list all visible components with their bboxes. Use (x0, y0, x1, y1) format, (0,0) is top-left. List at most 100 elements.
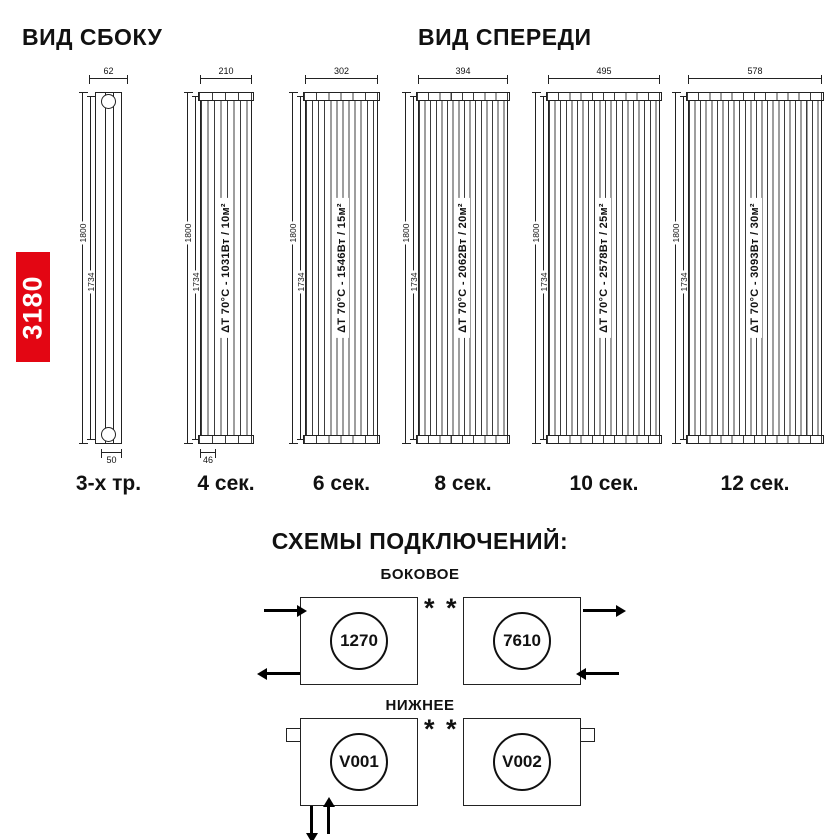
height-dimension-outer: 1800 (183, 92, 193, 444)
height-dim-label-outer: 1800 (78, 221, 88, 245)
supply-arrow-bottom-up (322, 797, 335, 834)
width-dimension: 302 (305, 66, 378, 84)
power-rating-label: ΔT 70°C - 1031Вт / 10м² (219, 198, 233, 338)
asterisk-mark: * (446, 593, 457, 623)
height-dim-label-outer: 1800 (288, 221, 298, 245)
height-dim-label-inner: 1734 (679, 270, 689, 294)
power-rating-label: ΔT 70°C - 2578Вт / 25м² (597, 198, 611, 338)
connection-box-v002: V002 (463, 718, 581, 806)
top-collector (303, 92, 380, 101)
width-dimension: 495 (548, 66, 660, 84)
bottom-collector (546, 435, 662, 444)
height-dimension-inner: 1734 (539, 96, 549, 440)
top-collector (546, 92, 662, 101)
radiator-size-label: 12 сек. (720, 472, 790, 495)
height-dimension-outer: 1800 (401, 92, 411, 444)
height-dim-label-inner: 1734 (539, 270, 549, 294)
radiator-tubes (548, 101, 660, 435)
asterisk-mark: * (446, 714, 457, 744)
height-dimension-outer: 1800 (531, 92, 541, 444)
side-view-title: ВИД СБОКУ (22, 24, 163, 50)
height-dimension-inner: 1734 (409, 96, 419, 440)
tube-divider (113, 93, 114, 443)
width-dimension: 394 (418, 66, 508, 84)
bottom-connection-boss (101, 427, 116, 442)
bottom-connection-tab-left (286, 728, 301, 742)
top-collector (198, 92, 254, 101)
return-arrow-bottom-left (257, 667, 300, 680)
width-dimension: 578 (688, 66, 822, 84)
bottom-collector (303, 435, 380, 444)
connection-code-v002: V002 (493, 733, 551, 791)
radiator-size-label: 6 сек. (312, 472, 371, 495)
height-dim-label-inner: 1734 (409, 270, 419, 294)
radiator-body: ΔT 70°C - 2578Вт / 25м² (546, 92, 662, 444)
return-arrow-bottom-down (305, 806, 318, 840)
power-rating-label: ΔT 70°C - 3093Вт / 30м² (748, 198, 762, 338)
width-dim-label: 210 (216, 66, 236, 76)
connection-code-v001: V001 (330, 733, 388, 791)
power-rating-label: ΔT 70°C - 2062Вт / 20м² (456, 198, 470, 338)
radiator-tubes (418, 101, 508, 435)
bottom-collector (198, 435, 254, 444)
height-dim-label-outer: 1800 (671, 221, 681, 245)
connection-box-1270: 1270 (300, 597, 418, 685)
radiator-body: ΔT 70°C - 3093Вт / 30м² (686, 92, 824, 444)
connection-box-7610: 7610 (463, 597, 581, 685)
width-dim-label: 578 (745, 66, 765, 76)
height-dimension-inner: 1734 (191, 96, 201, 440)
radiator-tubes (200, 101, 252, 435)
bottom-connection-tab-right (580, 728, 595, 742)
height-dim-label-outer: 1800 (401, 221, 411, 245)
connection-code-7610: 7610 (493, 612, 551, 670)
radiator-body: ΔT 70°C - 1546Вт / 15м² (303, 92, 380, 444)
width-dim-label: 495 (594, 66, 614, 76)
top-collector (416, 92, 510, 101)
height-dimension-inner: 1734 (86, 96, 96, 440)
tube-divider (105, 93, 106, 443)
asterisk-mark: * (424, 714, 435, 744)
bottom-dimension: 46 (200, 449, 216, 465)
width-dim-label: 394 (453, 66, 473, 76)
height-dim-label-outer: 1800 (531, 221, 541, 245)
width-dim-label: 62 (101, 66, 116, 76)
radiator-size-label: 8 сек. (434, 472, 492, 495)
height-dimension-inner: 1734 (296, 96, 306, 440)
bottom-dimension: 50 (101, 449, 122, 465)
bottom-collector (686, 435, 824, 444)
height-dimension-inner: 1734 (679, 96, 689, 440)
front-view-title: ВИД СПЕРЕДИ (418, 24, 592, 50)
width-dim-label: 302 (331, 66, 352, 76)
height-dimension-outer: 1800 (78, 92, 88, 444)
height-dimension-outer: 1800 (671, 92, 681, 444)
schemes-title: СХЕМЫ ПОДКЛЮЧЕНИЙ: (271, 528, 569, 554)
height-dim-label-outer: 1800 (183, 221, 193, 245)
model-badge: 3180 (16, 252, 50, 362)
height-dim-label-inner: 1734 (86, 270, 96, 294)
asterisk-mark: * (424, 593, 435, 623)
radiator-tubes (688, 101, 822, 435)
radiator-tubes (305, 101, 378, 435)
top-collector (686, 92, 824, 101)
radiator-body: ΔT 70°C - 2062Вт / 20м² (416, 92, 510, 444)
radiator-body: ΔT 70°C - 1031Вт / 10м² (198, 92, 254, 444)
radiator-size-label: 3-х тр. (75, 472, 142, 495)
supply-arrow-top-left (264, 604, 307, 617)
bottom-dim-label: 50 (104, 455, 119, 465)
connection-box-v001: V001 (300, 718, 418, 806)
bottom-dim-label: 46 (200, 455, 216, 465)
power-rating-label: ΔT 70°C - 1546Вт / 15м² (334, 198, 349, 338)
return-arrow-top-right (583, 604, 626, 617)
side-connection-label: БОКОВОЕ (380, 566, 460, 583)
supply-arrow-bottom-right (576, 667, 619, 680)
radiator-size-label: 10 сек. (569, 472, 639, 495)
radiator-body (95, 92, 122, 444)
width-dimension: 210 (200, 66, 252, 84)
